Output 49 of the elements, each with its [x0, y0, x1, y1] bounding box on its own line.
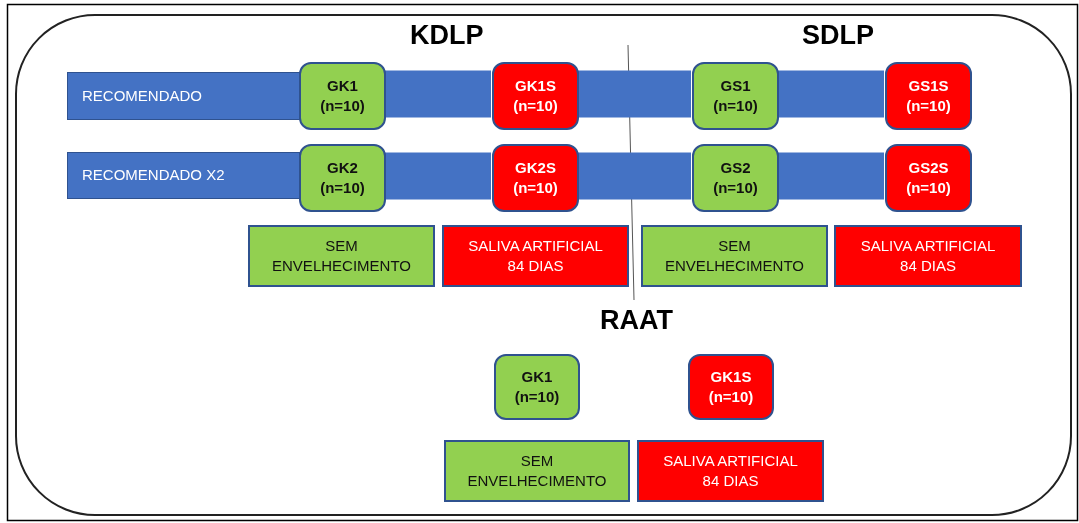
condition-box	[442, 225, 629, 287]
row-label: RECOMENDADO X2	[82, 165, 225, 186]
group-name: GK1S	[515, 75, 556, 96]
sample-size: (n=10)	[713, 96, 758, 116]
group-name: GK1	[521, 366, 553, 387]
group-name: GS2S	[908, 157, 949, 178]
group-name: GS2	[720, 157, 751, 178]
group-bar	[67, 72, 300, 120]
condition-box	[641, 225, 828, 287]
condition-label: SEM ENVELHECIMENTO	[271, 235, 412, 276]
row-label: RECOMENDADO	[82, 85, 202, 106]
group-name: GK1	[327, 75, 358, 96]
group-box	[492, 144, 579, 212]
group-box	[692, 62, 779, 130]
group-name: GS1S	[908, 75, 949, 96]
group-box	[692, 144, 779, 212]
group-box	[492, 62, 579, 130]
condition-label: SEM ENVELHECIMENTO	[466, 450, 608, 491]
group-name: GK2S	[515, 157, 556, 178]
condition-box	[248, 225, 435, 287]
group-box	[494, 354, 580, 420]
sample-size: (n=10)	[713, 178, 758, 198]
condition-box	[637, 440, 824, 502]
group-box	[688, 354, 774, 420]
section-heading: RAAT	[600, 305, 673, 336]
group-name: GS1	[720, 75, 751, 96]
condition-label: SALIVA ARTIFICIAL 84 DIAS	[467, 235, 604, 276]
sample-size: (n=10)	[514, 387, 560, 407]
sample-size: (n=10)	[320, 96, 365, 116]
condition-label: SALIVA ARTIFICIAL 84 DIAS	[859, 235, 997, 276]
group-box	[299, 144, 386, 212]
sample-size: (n=10)	[906, 178, 951, 198]
sample-size: (n=10)	[513, 96, 558, 116]
group-box	[885, 62, 972, 130]
sample-size: (n=10)	[708, 387, 754, 407]
group-box	[885, 144, 972, 212]
group-box	[299, 62, 386, 130]
condition-box	[834, 225, 1022, 287]
sample-size: (n=10)	[513, 178, 558, 198]
condition-label: SEM ENVELHECIMENTO	[664, 235, 805, 276]
group-name: GK1S	[710, 366, 752, 387]
group-bar	[67, 152, 300, 199]
group-name: GK2	[327, 157, 358, 178]
sample-size: (n=10)	[320, 178, 365, 198]
sample-size: (n=10)	[906, 96, 951, 116]
section-heading: SDLP	[802, 20, 874, 51]
condition-label: SALIVA ARTIFICIAL 84 DIAS	[662, 450, 799, 491]
condition-box	[444, 440, 630, 502]
section-heading: KDLP	[410, 20, 484, 51]
